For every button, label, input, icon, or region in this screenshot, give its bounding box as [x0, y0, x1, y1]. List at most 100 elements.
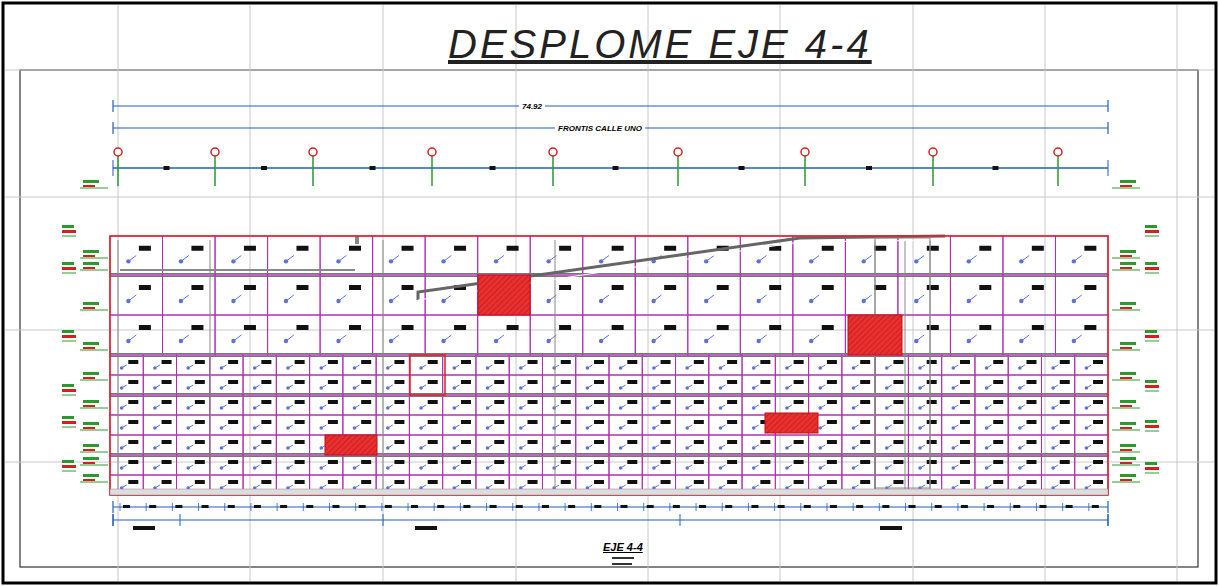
survey-vector — [969, 256, 977, 262]
survey-mark — [228, 460, 238, 464]
facade-panel — [143, 455, 176, 475]
survey-vector — [706, 295, 714, 301]
survey-mark — [328, 420, 338, 424]
survey-mark — [244, 246, 256, 251]
dimension-tick — [680, 514, 681, 526]
facade-panel — [742, 355, 775, 375]
facade-panel — [276, 435, 309, 455]
survey-vector — [601, 295, 609, 301]
survey-vector — [787, 465, 792, 468]
survey-mark — [794, 400, 804, 404]
survey-vector — [255, 445, 260, 448]
beam-mark — [993, 166, 999, 170]
beam-mark — [613, 166, 619, 170]
facade-panel — [809, 395, 842, 415]
survey-vector — [521, 405, 526, 408]
survey-vector — [1086, 485, 1091, 488]
survey-mark — [822, 246, 834, 251]
facade-panel — [942, 435, 975, 455]
survey-mark — [893, 480, 903, 484]
dimension-text-mark — [411, 505, 418, 508]
level-tag — [83, 347, 95, 349]
facade-panel — [842, 355, 875, 375]
facade-panel — [509, 435, 542, 455]
facade-panel — [875, 395, 908, 415]
survey-mark — [454, 246, 466, 251]
survey-mark — [1084, 285, 1096, 290]
dimension-text-mark — [804, 505, 811, 508]
facade-panel — [376, 415, 409, 435]
level-line — [80, 465, 108, 466]
survey-vector — [920, 425, 925, 428]
survey-vector — [987, 365, 992, 368]
survey-vector — [687, 365, 692, 368]
survey-mark — [361, 460, 371, 464]
dimension-text-mark — [254, 505, 261, 508]
survey-mark — [594, 460, 604, 464]
survey-mark — [162, 440, 172, 444]
facade-panel — [809, 375, 842, 395]
survey-mark — [349, 325, 361, 330]
survey-mark — [1032, 325, 1044, 330]
survey-mark — [228, 400, 238, 404]
dimension-text-mark — [516, 505, 523, 508]
level-tag — [62, 416, 74, 419]
facade-panel — [942, 415, 975, 435]
level-line — [80, 482, 108, 483]
facade-panel — [478, 236, 531, 275]
facade-panel — [775, 355, 808, 375]
survey-vector — [321, 365, 326, 368]
survey-vector — [687, 405, 692, 408]
facade-panel — [110, 415, 143, 435]
survey-mark — [993, 480, 1003, 484]
facade-panel — [742, 395, 775, 415]
survey-mark — [627, 360, 637, 364]
column-line — [312, 156, 314, 186]
survey-mark — [874, 246, 886, 251]
dimension-tick — [1107, 514, 1108, 526]
facade-panel — [676, 455, 709, 475]
survey-vector — [221, 465, 226, 468]
facade-panel — [709, 455, 742, 475]
survey-mark — [494, 440, 504, 444]
facade-panel — [609, 355, 642, 375]
survey-vector — [754, 385, 759, 388]
facade-panel — [709, 415, 742, 435]
level-tag — [1120, 250, 1136, 253]
survey-vector — [155, 385, 160, 388]
deviation-panel — [765, 413, 818, 433]
level-tag — [1120, 255, 1132, 257]
survey-mark — [627, 440, 637, 444]
facade-panel — [1041, 395, 1074, 415]
scale-note-mark — [612, 557, 634, 559]
dimension-text-mark — [228, 505, 235, 508]
facade-panel — [310, 395, 343, 415]
survey-mark — [993, 380, 1003, 384]
survey-mark — [960, 400, 970, 404]
survey-mark — [874, 285, 886, 290]
grid-line — [5, 197, 1214, 198]
survey-vector — [255, 385, 260, 388]
survey-vector — [587, 445, 592, 448]
survey-mark — [612, 285, 624, 290]
survey-vector — [521, 485, 526, 488]
level-line — [80, 408, 108, 409]
survey-mark — [769, 325, 781, 330]
survey-vector — [444, 335, 452, 341]
survey-vector — [987, 385, 992, 388]
facade-panel — [1008, 395, 1041, 415]
survey-vector — [820, 385, 825, 388]
dimension-tick — [1010, 503, 1011, 511]
deviation-panel — [325, 435, 377, 455]
facade-panel — [210, 375, 243, 395]
level-line — [62, 471, 76, 472]
survey-vector — [122, 485, 127, 488]
survey-vector — [621, 445, 626, 448]
facade-panel — [177, 415, 210, 435]
facade-panel — [343, 355, 376, 375]
facade-panel — [583, 236, 636, 275]
level-tag — [1120, 180, 1136, 183]
survey-mark — [361, 480, 371, 484]
facade-panel — [310, 455, 343, 475]
survey-vector — [286, 295, 294, 301]
